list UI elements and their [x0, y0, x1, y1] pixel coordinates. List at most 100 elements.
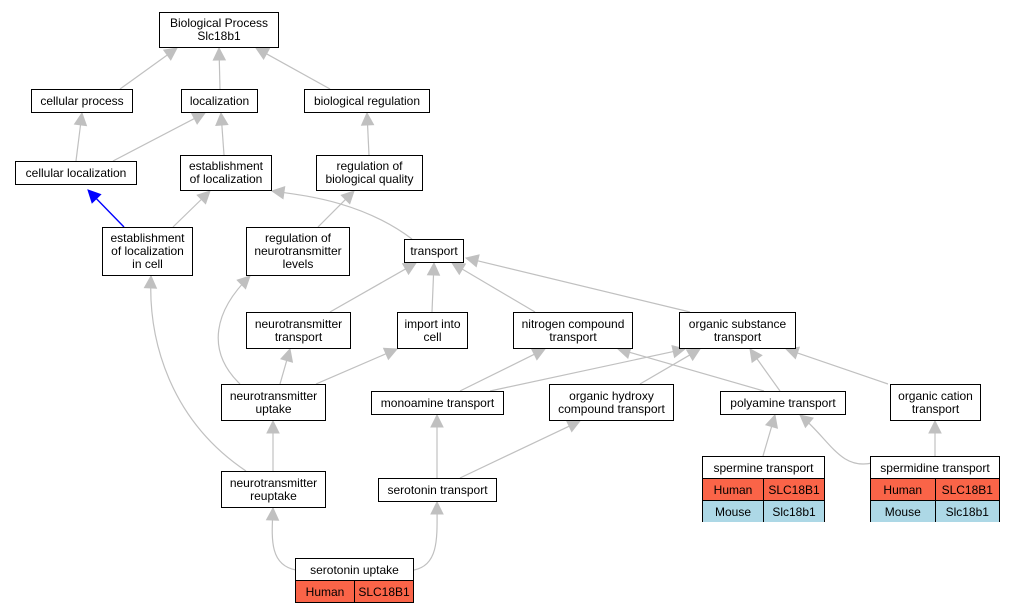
- node-import-into-cell[interactable]: import into cell: [397, 312, 468, 349]
- edge-organic-hydroxy-compound-transport-to-organic-substance-transport: [639, 354, 690, 385]
- edge-monoamine-transport-to-nitrogen-compound-transport: [459, 353, 535, 392]
- node-label-line: of localization: [189, 172, 263, 186]
- node-label-line: establishment: [188, 159, 264, 173]
- edge-arrowhead: [928, 419, 942, 434]
- node-biological-process[interactable]: Biological Process Slc18b1: [159, 12, 279, 48]
- node-label-line: organic cation: [898, 388, 973, 403]
- node-localization[interactable]: localization: [181, 89, 258, 113]
- edge-arrowhead: [87, 189, 102, 204]
- node-spermine-transport[interactable]: spermine transport Human SLC18B1 Mouse S…: [702, 456, 825, 522]
- edge-arrowhead: [236, 275, 251, 290]
- edge-regulation-of-biological-quality-to-biological-regulation: [366, 124, 370, 156]
- edge-arrowhead: [464, 254, 480, 268]
- gene-symbol: SLC18B1: [354, 581, 413, 602]
- edge-neurotransmitter-transport-to-transport: [329, 268, 406, 313]
- edge-biological-regulation-to-bp: [266, 53, 331, 90]
- edge-arrowhead: [360, 111, 375, 126]
- edge-arrowhead: [162, 47, 178, 61]
- edge-arrowhead: [401, 262, 417, 276]
- node-label-line: reuptake: [250, 488, 297, 503]
- node-label-line: biological regulation: [313, 93, 421, 108]
- node-spermidine-transport[interactable]: spermidine transport Human SLC18B1 Mouse…: [870, 456, 1000, 522]
- node-serotonin-transport[interactable]: serotonin transport: [378, 478, 497, 502]
- node-label-line: in cell: [132, 257, 163, 271]
- edge-arrowhead: [749, 348, 763, 364]
- edge-arrowhead: [382, 347, 399, 361]
- edge-arrowhead: [764, 413, 779, 429]
- node-nitrogen-compound-transport[interactable]: nitrogen compound transport: [513, 312, 633, 349]
- node-establishment-of-localization[interactable]: establishment of localization: [180, 155, 272, 191]
- node-regulation-of-biological-quality[interactable]: regulation of biological quality: [316, 155, 423, 191]
- gene-row-human: Human SLC18B1: [871, 479, 999, 500]
- node-title: spermidine transport: [871, 457, 999, 479]
- species-label: Human: [883, 482, 923, 497]
- edge-neurotransmitter-uptake-to-neurotransmitter-transport: [279, 360, 288, 385]
- gene-row-mouse: Mouse Slc18b1: [703, 500, 824, 522]
- node-polyamine-transport[interactable]: polyamine transport: [720, 391, 846, 415]
- node-organic-hydroxy-compound-transport[interactable]: organic hydroxy compound transport: [549, 384, 674, 421]
- edge-cellular-process-to-bp: [119, 54, 168, 90]
- node-biological-regulation[interactable]: biological regulation: [304, 89, 430, 113]
- node-neurotransmitter-uptake[interactable]: neurotransmitter uptake: [221, 384, 326, 421]
- edge-serotonin-transport-to-organic-hydroxy-compound-transport: [459, 425, 570, 479]
- node-label-line: cellular process: [40, 93, 124, 108]
- node-label-line: uptake: [255, 401, 292, 416]
- node-label-line: nitrogen compound: [521, 316, 625, 331]
- gene-row-mouse: Mouse Slc18b1: [871, 500, 999, 522]
- gene-symbol: Slc18b1: [763, 501, 824, 522]
- edge-arrowhead: [266, 419, 280, 434]
- node-label-line: neurotransmitter: [229, 475, 318, 490]
- edge-establishment-of-localization-in-cell-to-establishment-of-localization: [172, 198, 202, 228]
- node-label-line: regulation of: [264, 231, 332, 245]
- node-label-line: establishment: [110, 231, 185, 245]
- node-title: spermine transport: [703, 457, 824, 479]
- edge-arrowhead: [215, 111, 229, 126]
- node-transport[interactable]: transport: [404, 239, 464, 263]
- node-monoamine-transport[interactable]: monoamine transport: [371, 391, 504, 415]
- edge-arrowhead: [430, 500, 444, 515]
- node-label-line: monoamine transport: [380, 395, 495, 410]
- edge-arrowhead: [190, 112, 206, 125]
- gene-symbol: SLC18B1: [934, 479, 1000, 500]
- edge-establishment-of-localization-to-localization: [221, 124, 225, 156]
- edge-arrowhead: [280, 347, 294, 363]
- node-organic-cation-transport[interactable]: organic cation transport: [890, 384, 981, 421]
- node-regulation-of-neurotransmitter-levels[interactable]: regulation of neurotransmitter levels: [246, 227, 350, 276]
- node-label-line: compound transport: [558, 401, 665, 416]
- node-label-line: of localization: [111, 244, 184, 258]
- node-label-line: cellular localization: [25, 165, 127, 180]
- node-establishment-of-localization-in-cell[interactable]: establishment of localization in cell: [102, 227, 193, 276]
- edge-arrowhead: [212, 46, 227, 61]
- node-label-line: serotonin transport: [387, 482, 488, 497]
- edge-arrowhead: [265, 506, 280, 521]
- edge-spermine-transport-to-polyamine-transport: [762, 426, 773, 457]
- gene-symbol: SLC18B1: [763, 479, 824, 500]
- edge-organic-cation-transport-to-organic-substance-transport: [797, 352, 889, 385]
- node-organic-substance-transport[interactable]: organic substance transport: [679, 312, 796, 349]
- edge-polyamine-transport-to-nitrogen-compound-transport: [629, 351, 765, 392]
- node-label-line: transport: [713, 329, 762, 344]
- node-label-line: localization: [189, 93, 250, 108]
- edge-organic-substance-transport-to-transport: [477, 260, 691, 313]
- edge-import-into-cell-to-transport: [431, 274, 435, 313]
- node-neurotransmitter-transport[interactable]: neurotransmitter transport: [246, 312, 351, 349]
- node-cellular-process[interactable]: cellular process: [31, 89, 133, 113]
- edge-arrowhead: [255, 47, 271, 61]
- node-cellular-localization[interactable]: cellular localization: [15, 161, 137, 185]
- edge-polyamine-transport-to-organic-substance-transport: [756, 358, 781, 392]
- node-label-line: regulation of: [336, 159, 403, 173]
- species-label: Human: [305, 584, 345, 599]
- node-label-line: import into: [404, 316, 461, 331]
- edge-arrowhead: [143, 274, 158, 289]
- edge-localization-to-bp: [218, 59, 221, 90]
- node-neurotransmitter-reuptake[interactable]: neurotransmitter reuptake: [221, 471, 326, 508]
- node-label-line: transport: [274, 329, 323, 344]
- edge-arrowhead: [340, 190, 355, 205]
- node-label-line: levels: [282, 257, 314, 271]
- edge-arrowhead: [73, 111, 88, 127]
- species-label: Mouse: [884, 504, 921, 519]
- species-label: Human: [713, 482, 753, 497]
- node-serotonin-uptake[interactable]: serotonin uptake Human SLC18B1: [295, 558, 414, 603]
- node-label-line: transport: [549, 329, 597, 344]
- edge-arrowhead: [270, 186, 286, 200]
